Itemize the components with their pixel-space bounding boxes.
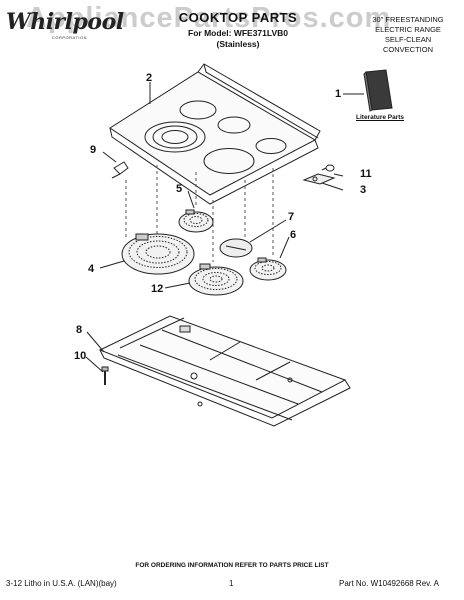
callout-2: 2: [146, 72, 153, 84]
callout-11: 11: [360, 168, 372, 180]
part-number: Part No. W10492668 Rev. A: [339, 579, 439, 588]
page-title: COOKTOP PARTS: [178, 10, 298, 25]
callout-5: 5: [176, 183, 183, 195]
spec-line: SELF-CLEAN: [384, 35, 432, 44]
spec-line: 30" FREESTANDING: [372, 15, 444, 24]
screw-part: [321, 164, 335, 172]
burner-box: [98, 315, 351, 427]
burner-outline-warming: [255, 138, 287, 154]
callout-9: 9: [90, 144, 97, 156]
ordering-info: FOR ORDERING INFORMATION REFER TO PARTS …: [135, 562, 329, 569]
brand-subtitle: CORPORATION: [52, 35, 87, 40]
burner-outline-rear-left: [179, 100, 217, 120]
litho-info: 3-12 Litho in U.S.A. (LAN)(bay): [6, 579, 117, 588]
callout-8: 8: [76, 324, 83, 336]
element-small-rear: [178, 209, 214, 233]
callout-10: 10: [74, 350, 87, 362]
finish-label: (Stainless): [216, 39, 260, 49]
literature-parts-label: Literature Parts: [356, 114, 405, 121]
burner-outline-front-right: [203, 148, 255, 174]
callout-12: 12: [151, 283, 164, 295]
cooktop-glass: [109, 63, 321, 205]
callout-7: 7: [288, 211, 295, 223]
spec-line: ELECTRIC RANGE: [375, 25, 441, 34]
page-number: 1: [229, 579, 234, 588]
brand-logo: Whirlpool: [6, 9, 124, 35]
burner-outline-front-left: [144, 121, 206, 153]
screw-bottom: [101, 366, 109, 385]
callout-6: 6: [290, 229, 297, 241]
wire-clip: [111, 161, 129, 179]
limiter-disc: [219, 238, 253, 258]
range-spec: 30" FREESTANDING ELECTRIC RANGE SELF-CLE…: [358, 15, 458, 55]
spec-line: CONVECTION: [382, 45, 433, 54]
literature-booklet: [363, 69, 393, 112]
alignment-lines: [125, 165, 274, 262]
callout-1: 1: [335, 88, 342, 100]
callout-3: 3: [360, 184, 367, 196]
mounting-bracket: [302, 173, 336, 185]
leader-lines: [85, 82, 344, 373]
model-line: For Model: WFE371LVB0: [188, 28, 288, 38]
element-dual: [188, 263, 244, 296]
callout-4: 4: [88, 263, 95, 275]
element-large-front: [121, 233, 195, 275]
element-warming: [249, 257, 287, 281]
watermark: AppliancePartsPros.com: [26, 2, 392, 34]
burner-outline-rear-right: [217, 116, 251, 134]
